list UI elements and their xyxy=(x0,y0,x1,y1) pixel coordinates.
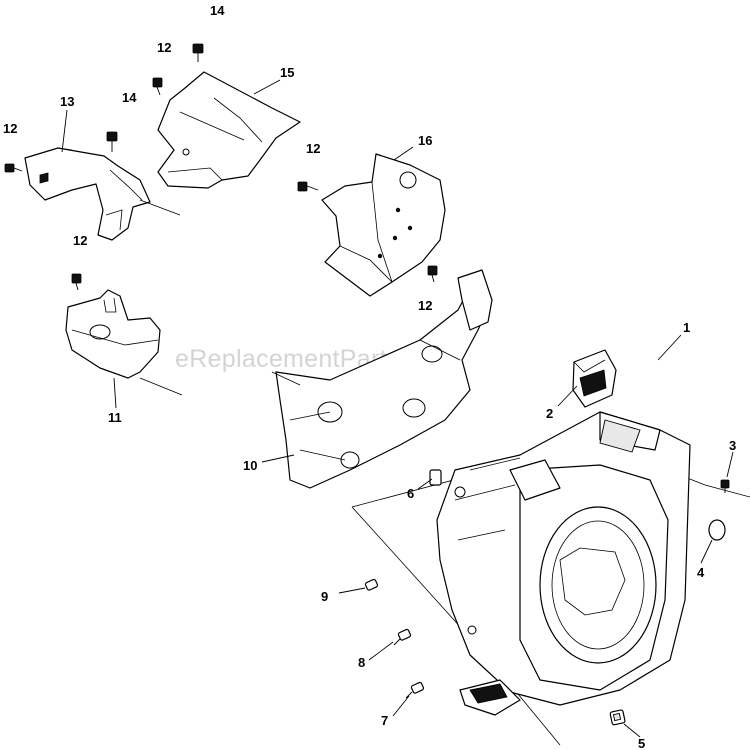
callout-8: 8 xyxy=(358,655,365,670)
part-12-screw-d xyxy=(71,273,82,291)
callout-3: 3 xyxy=(729,438,736,453)
callout-14-a: 14 xyxy=(210,3,225,18)
part-13-bracket xyxy=(24,147,181,241)
callout-9: 9 xyxy=(321,589,328,604)
callout-11: 11 xyxy=(108,410,122,425)
part-2-guard xyxy=(572,349,617,408)
part-12-screw-b xyxy=(152,77,163,96)
callout-7: 7 xyxy=(381,713,388,728)
callout-6: 6 xyxy=(407,486,414,501)
part-12-screw-c xyxy=(297,181,319,192)
part-7-screw xyxy=(405,681,425,699)
part-8-screw xyxy=(393,628,412,646)
part-14-screw-a xyxy=(192,43,204,62)
callout-2: 2 xyxy=(546,406,553,421)
callout-numbers: 1 2 3 4 5 6 7 8 9 10 11 12 12 12 12 12 1… xyxy=(3,3,736,750)
part-4-plug xyxy=(708,519,726,541)
callout-12-b: 12 xyxy=(157,40,171,55)
blower-housing xyxy=(436,411,691,716)
leader-lines xyxy=(61,79,734,738)
part-16-shroud xyxy=(321,153,446,297)
part-12-screw-e xyxy=(427,265,438,283)
callout-12-a: 12 xyxy=(3,121,17,136)
part-6-clip xyxy=(429,469,442,486)
callout-12-d: 12 xyxy=(73,233,87,248)
callout-4: 4 xyxy=(697,565,705,580)
callout-12-c: 12 xyxy=(306,141,320,156)
callout-13: 13 xyxy=(60,94,74,109)
part-15-shield xyxy=(157,71,301,189)
part-12-screw-a xyxy=(4,163,23,173)
part-3-screw xyxy=(720,479,730,493)
part-10-baffle xyxy=(271,269,493,489)
part-9-screw xyxy=(364,578,379,591)
part-5-clip xyxy=(609,709,626,726)
callout-14-b: 14 xyxy=(122,90,137,105)
part-11-bracket xyxy=(65,289,183,396)
callout-16: 16 xyxy=(418,133,432,148)
callout-5: 5 xyxy=(638,736,645,750)
callout-1: 1 xyxy=(683,320,690,335)
callout-12-e: 12 xyxy=(418,298,432,313)
part-14-screw-b xyxy=(106,131,118,152)
callout-15: 15 xyxy=(280,65,294,80)
callout-10: 10 xyxy=(243,458,257,473)
